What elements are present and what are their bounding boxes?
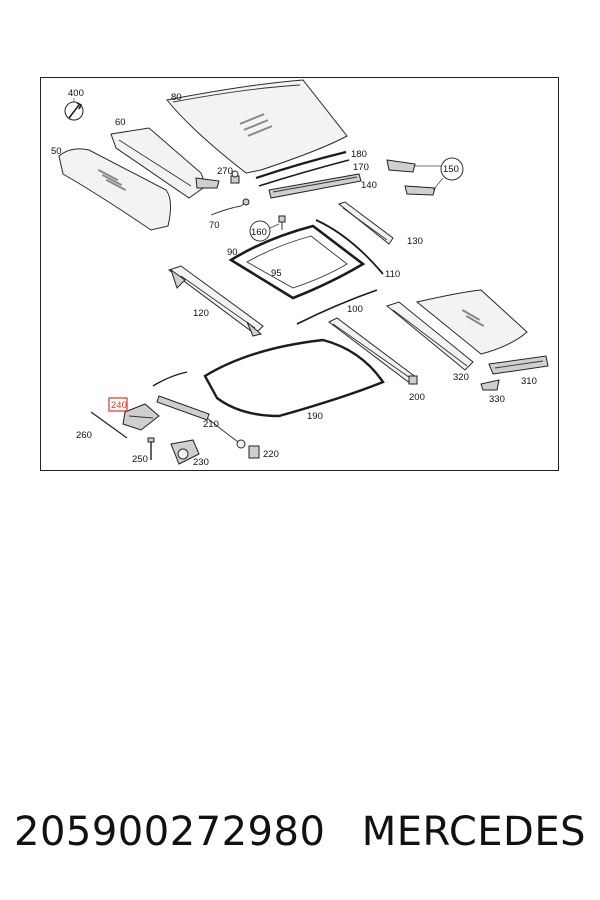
label-120: 120	[193, 308, 209, 319]
label-140: 140	[361, 180, 377, 191]
part-120-rail	[167, 265, 264, 337]
part-140-rail	[268, 173, 362, 199]
label-110: 110	[385, 269, 400, 280]
part-330-clip	[480, 379, 500, 391]
part-160-screw	[249, 215, 286, 242]
part-180-seal	[255, 150, 347, 180]
label-270: 270	[217, 166, 233, 177]
label-320: 320	[453, 372, 469, 383]
label-130: 130	[407, 236, 423, 247]
part-200-rail	[328, 317, 418, 385]
part-70-cable	[210, 201, 247, 216]
label-260: 260	[76, 430, 92, 441]
label-400: 400	[68, 88, 84, 99]
label-310: 310	[521, 376, 537, 387]
part-210-cable	[152, 371, 246, 449]
footer-caption: 205900272980 MERCEDES	[0, 802, 600, 862]
part-310-trim	[488, 355, 549, 375]
label-230: 230	[193, 457, 209, 468]
part-150-bracket-set	[386, 157, 464, 196]
part-170-seal	[258, 159, 350, 187]
label-330: 330	[489, 394, 505, 405]
label-95: 95	[271, 268, 282, 279]
label-210: 210	[203, 419, 219, 430]
part-240-motor	[122, 403, 160, 431]
label-90: 90	[227, 247, 238, 258]
parts-diagram: 400 80 60 50 270 180 170 140 150 70 160 …	[40, 77, 559, 471]
part-250-screw	[147, 437, 155, 460]
part-50-glass-panel	[58, 148, 172, 231]
label-80: 80	[171, 92, 182, 103]
part-230-motor	[170, 439, 200, 465]
part-80-glass-panel	[166, 79, 348, 174]
part-260-rod	[90, 411, 128, 439]
label-250: 250	[132, 454, 148, 465]
part-number: 205900272980	[14, 809, 326, 855]
label-200: 200	[409, 392, 425, 403]
label-100: 100	[347, 304, 363, 315]
part-100-seal	[296, 289, 378, 325]
label-240: 240	[111, 400, 127, 411]
label-220: 220	[263, 449, 279, 460]
label-60: 60	[115, 117, 126, 128]
label-190: 190	[307, 411, 323, 422]
label-70: 70	[209, 220, 220, 231]
label-150: 150	[443, 164, 459, 175]
part-220-clip	[248, 445, 260, 459]
label-170: 170	[353, 162, 369, 173]
part-130-rail	[337, 201, 394, 245]
label-160: 160	[251, 227, 267, 238]
part-270-clip	[230, 170, 240, 184]
part-320-frame	[385, 289, 528, 371]
part-110-seal	[315, 219, 384, 275]
part-190-seal	[203, 338, 385, 418]
brand-name: MERCEDES	[361, 809, 586, 855]
exploded-view-drawing: 400 80 60 50 270 180 170 140 150 70 160 …	[51, 79, 549, 468]
label-180: 180	[351, 149, 367, 160]
label-50: 50	[51, 146, 62, 157]
part-60-deflector	[110, 127, 220, 199]
wrench-icon	[64, 101, 84, 121]
part-90-frame	[228, 224, 366, 300]
highlight-box-240	[108, 397, 128, 412]
